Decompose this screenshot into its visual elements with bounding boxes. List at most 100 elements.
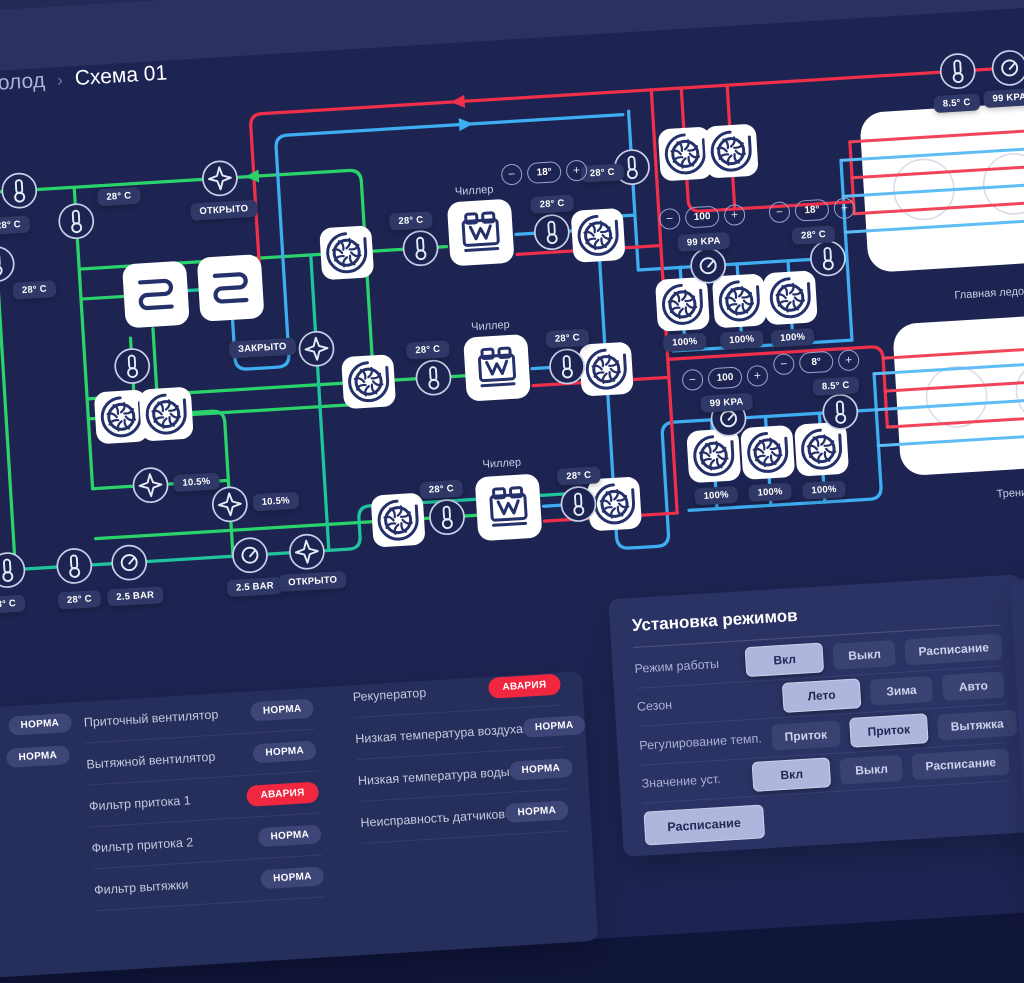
thermometer-icon <box>0 171 39 210</box>
valve-icon <box>210 485 249 524</box>
value-badge: 28° C <box>96 186 141 207</box>
mode-option-button[interactable]: Выкл <box>839 755 904 785</box>
decrement-button[interactable]: − <box>768 201 791 224</box>
mode-row-label: Значение уст. <box>641 772 722 791</box>
fan-icon <box>653 275 712 334</box>
stepper-value: 18° <box>794 198 830 222</box>
fan-icon <box>761 268 820 327</box>
status-badge: НОРМА <box>252 740 317 764</box>
mode-option-button[interactable]: Приток <box>848 712 929 748</box>
fan-icon <box>569 206 628 265</box>
mode-row-label: Режим работы <box>634 656 720 676</box>
value-badge: 28° C <box>388 210 433 231</box>
increment-button[interactable]: + <box>837 349 860 372</box>
value-badge: 2.5 BAR <box>106 586 164 607</box>
thermometer-icon <box>821 392 860 431</box>
decrement-button[interactable]: − <box>681 368 704 391</box>
pressure-gauge-icon <box>110 543 149 582</box>
value-badge: 8.5° C <box>812 376 860 397</box>
status-label: Низкая температура воды <box>357 764 511 788</box>
increment-button[interactable]: + <box>723 203 746 227</box>
thermometer-icon <box>401 229 440 268</box>
thermometer-icon <box>55 547 94 585</box>
status-label: Приточный вентилятор <box>83 706 219 730</box>
value-badge: 28° C <box>530 194 575 214</box>
status-label: Неисправность датчиков <box>360 806 506 830</box>
fan-icon <box>710 271 769 330</box>
value-badge: 10.5% <box>252 491 300 512</box>
thermometer-icon <box>0 551 27 590</box>
mode-option-button[interactable]: Авто <box>941 671 1006 702</box>
status-label: Фильтр притока 1 <box>88 792 192 814</box>
value-badge: 10.5% <box>172 472 220 493</box>
value-badge: 28° C <box>57 589 102 610</box>
modes-panel-title: Установка режимов <box>631 605 799 636</box>
status-badge: НОРМА <box>505 800 569 824</box>
mode-option-button[interactable]: Зима <box>869 676 934 706</box>
status-badge: НОРМА <box>522 715 587 738</box>
mode-option-button[interactable]: Вкл <box>744 642 825 677</box>
fan-icon <box>684 426 743 485</box>
value-badge: 28° C <box>12 280 57 300</box>
chiller-label: Чиллер <box>482 456 522 471</box>
status-label: Фильтр вытяжки <box>93 877 189 897</box>
mode-option-button[interactable]: Приток <box>770 720 841 751</box>
thermometer-icon <box>548 347 586 386</box>
flow-arrow-left-icon <box>244 169 260 183</box>
stepper-value: 8° <box>798 350 834 374</box>
value-badge: 100% <box>694 485 739 506</box>
value-badge: 99 KPA <box>677 231 731 253</box>
thermometer-icon <box>414 358 453 397</box>
value-badge: 100% <box>719 330 764 350</box>
increment-button[interactable]: + <box>565 159 588 182</box>
fan-icon <box>702 122 761 181</box>
fan-icon <box>656 124 715 183</box>
status-label: Рекуператор <box>352 685 427 704</box>
value-badge: 28° C <box>556 466 601 486</box>
mode-option-button[interactable]: Вкл <box>751 757 832 793</box>
pressure-gauge-icon <box>231 536 269 575</box>
thermometer-icon <box>559 485 598 524</box>
mode-row-label: Сезон <box>636 697 673 715</box>
flow-arrow-left-icon <box>450 94 466 108</box>
status-column: Рекуператор АВАРИЯ Низкая температура возд… <box>351 663 587 844</box>
increment-button[interactable]: + <box>833 197 856 220</box>
mode-option-button[interactable]: Расписание <box>911 748 1010 781</box>
thermometer-icon <box>0 245 16 284</box>
fan-icon <box>792 420 851 479</box>
decrement-button[interactable]: − <box>500 163 523 186</box>
decrement-button[interactable]: − <box>658 207 681 231</box>
fan-icon <box>339 352 398 411</box>
schedule-button[interactable]: Расписание <box>643 804 765 846</box>
thermometer-icon <box>57 202 96 241</box>
value-badge: 28° C <box>419 479 464 500</box>
increment-button[interactable]: + <box>746 364 769 388</box>
fan-icon <box>137 385 196 444</box>
thermometer-icon <box>808 239 847 278</box>
heat-exchanger-icon <box>122 261 190 329</box>
status-badge: НОРМА <box>509 757 573 781</box>
value-badge: 8.5° C <box>933 93 981 114</box>
stepper-value: 100 <box>707 366 743 390</box>
fan-icon <box>577 340 636 399</box>
flow-arrow-right-icon <box>458 118 474 132</box>
mode-option-button[interactable]: Вытяжка <box>936 709 1018 741</box>
status-label: Низкая температура воздуха <box>354 721 524 746</box>
status-badge: АВАРИЯ <box>246 781 320 807</box>
heat-exchanger-icon <box>197 254 265 322</box>
value-badge: 28° C <box>545 328 590 349</box>
status-badge: АВАРИЯ <box>487 673 562 699</box>
mode-row-label: Регулирование темп. <box>638 731 763 753</box>
stepper-value: 18° <box>526 161 562 185</box>
mode-option-button[interactable]: Лето <box>781 678 862 714</box>
decrement-button[interactable]: − <box>772 353 795 376</box>
value-badge: 28° C <box>791 225 836 246</box>
mode-option-button[interactable]: Выкл <box>832 639 897 670</box>
pressure-gauge-icon <box>990 48 1024 87</box>
mode-option-button[interactable]: Расписание <box>904 633 1003 666</box>
value-badge: 100% <box>748 482 793 503</box>
status-label: Вытяжной вентилятор <box>85 749 216 772</box>
